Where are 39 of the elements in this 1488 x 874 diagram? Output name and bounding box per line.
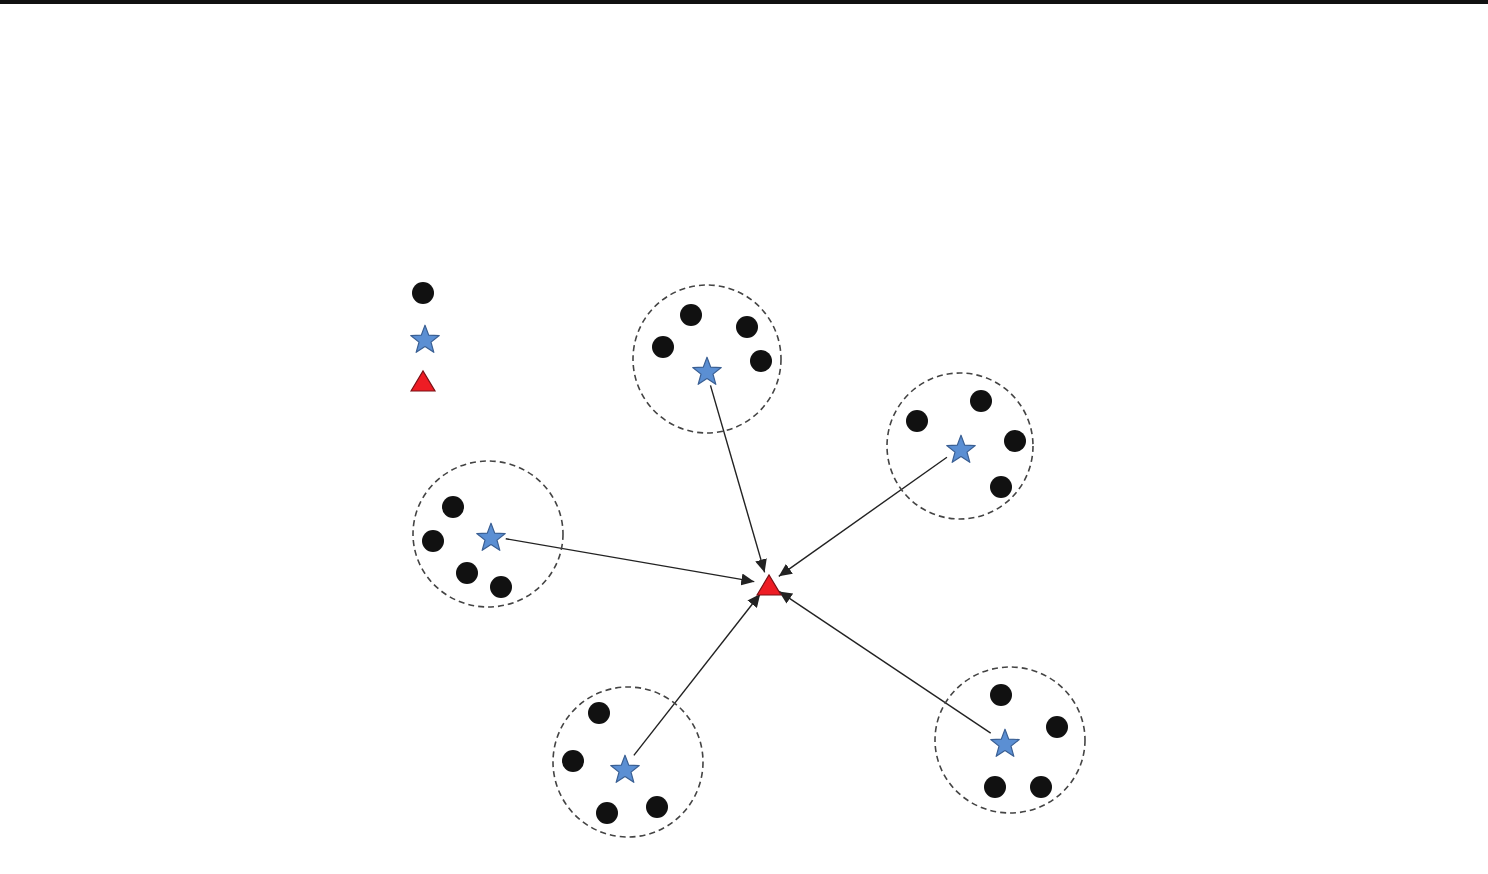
dashed-circle (934, 666, 1086, 814)
dot-icon (989, 683, 1011, 705)
dot-icon (411, 281, 433, 303)
dot-icon (989, 475, 1011, 497)
dot-icon (421, 529, 443, 551)
dot-icon (1045, 715, 1067, 737)
arrow (709, 384, 767, 574)
dot-icon (735, 315, 757, 337)
dashed-circle (412, 460, 564, 608)
dot-icon (1029, 775, 1051, 797)
dot-icon (455, 561, 477, 583)
arrow (778, 456, 948, 578)
dot-icon (1003, 429, 1025, 451)
star-icon (945, 433, 975, 463)
star-icon (691, 355, 721, 385)
dot-icon (969, 389, 991, 411)
star-icon (989, 727, 1019, 757)
dot-icon (905, 409, 927, 431)
arrow (505, 538, 755, 586)
dot-icon (489, 575, 511, 597)
triangle-icon (755, 573, 781, 595)
dashed-circle (631, 283, 781, 433)
dot-icon (595, 801, 617, 823)
star-icon (409, 323, 439, 353)
dot-icon (749, 349, 771, 371)
star-icon (609, 753, 639, 783)
dot-icon (679, 303, 701, 325)
dot-icon (441, 495, 463, 517)
dot-icon (561, 749, 583, 771)
dashed-circle (552, 686, 704, 838)
dot-icon (651, 335, 673, 357)
arrow (633, 593, 761, 757)
dot-icon (587, 701, 609, 723)
dot-icon (645, 795, 667, 817)
triangle-icon (409, 369, 435, 391)
star-icon (475, 521, 505, 551)
arrow (778, 590, 992, 734)
dashed-circle (886, 372, 1034, 520)
dot-icon (983, 775, 1005, 797)
